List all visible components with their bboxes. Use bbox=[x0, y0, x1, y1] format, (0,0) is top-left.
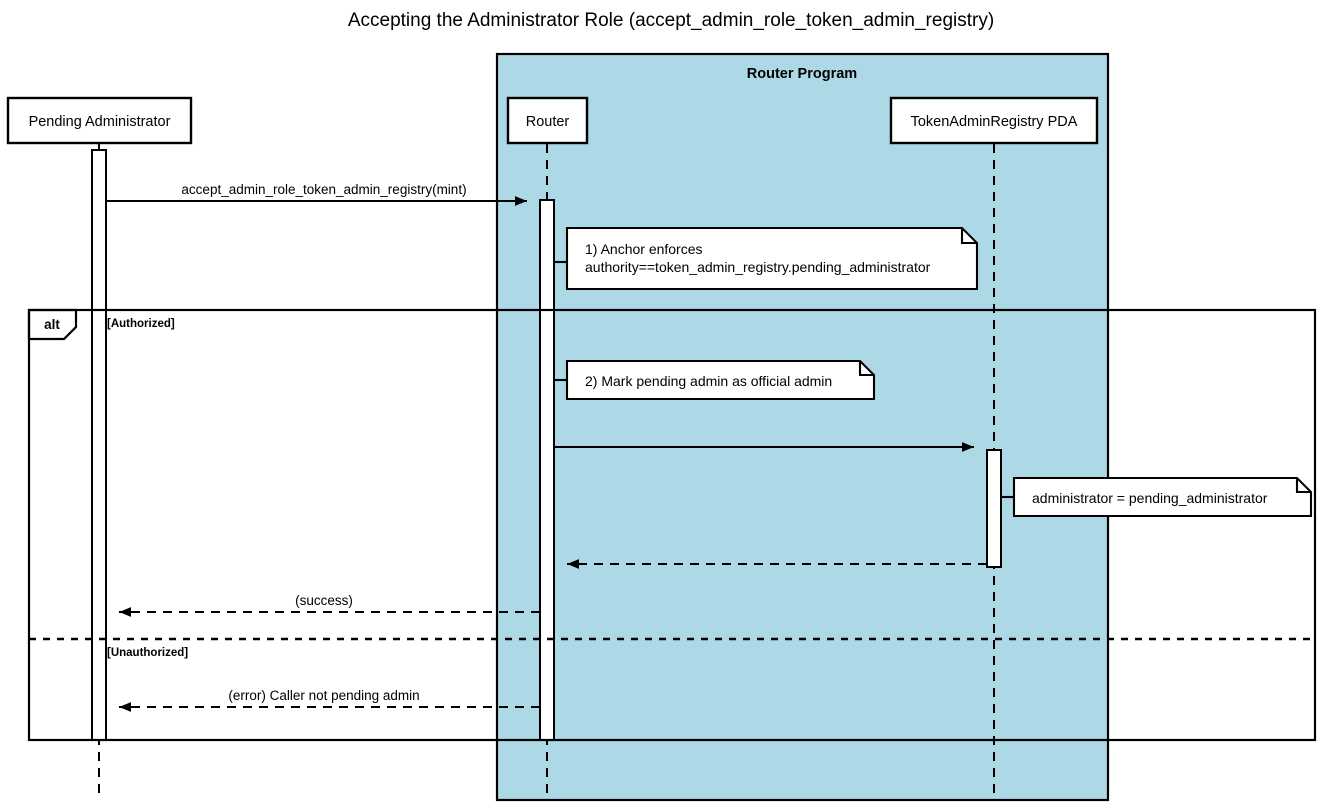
participant-token-admin-registry[interactable]: TokenAdminRegistry PDA bbox=[889, 96, 1099, 145]
note-1: 1) Anchor enforces authority==token_admi… bbox=[565, 226, 979, 291]
message-accept-admin-role: accept_admin_role_token_admin_registry(m… bbox=[106, 182, 527, 206]
note-1-line-1: 1) Anchor enforces bbox=[585, 241, 703, 257]
activation-bar-router bbox=[539, 199, 555, 741]
group-box-label: Router Program bbox=[747, 66, 857, 82]
activation-bar-pending-administrator bbox=[91, 149, 107, 741]
participant-label-router: Router bbox=[526, 114, 570, 130]
note-3: administrator = pending_administrator bbox=[1012, 476, 1313, 518]
message-error: (error) Caller not pending admin bbox=[119, 688, 540, 712]
participant-pending-administrator[interactable]: Pending Administrator bbox=[6, 96, 193, 145]
diagram-title: Accepting the Administrator Role (accept… bbox=[348, 10, 994, 31]
group-box-router-program bbox=[495, 52, 1110, 802]
message-success: (success) bbox=[119, 593, 540, 617]
fragment-alt-operator-tab bbox=[27, 308, 78, 341]
fragment-guard-authorized: [Authorized] bbox=[107, 318, 175, 330]
note-3-line-1: administrator = pending_administrator bbox=[1032, 490, 1268, 506]
fragment-guard-unauthorized: [Unauthorized] bbox=[107, 647, 188, 659]
participant-router[interactable]: Router bbox=[506, 96, 589, 145]
fragment-alt-operator-label: alt bbox=[44, 317, 60, 332]
message-label-error: (error) Caller not pending admin bbox=[228, 688, 419, 703]
activation-bar-token-admin-registry bbox=[986, 449, 1002, 568]
participant-label-token-admin-registry: TokenAdminRegistry PDA bbox=[911, 114, 1078, 130]
fragment-alt: alt [Authorized] [Unauthorized] bbox=[27, 308, 1317, 742]
participant-label-pending-administrator: Pending Administrator bbox=[29, 114, 171, 130]
message-label-1: accept_admin_role_token_admin_registry(m… bbox=[181, 182, 466, 197]
note-2: 2) Mark pending admin as official admin bbox=[565, 359, 876, 401]
note-1-line-2: authority==token_admin_registry.pending_… bbox=[585, 259, 931, 275]
fragment-alt-frame bbox=[27, 308, 1317, 742]
note-2-line-1: 2) Mark pending admin as official admin bbox=[585, 373, 832, 389]
message-label-success: (success) bbox=[295, 593, 353, 608]
